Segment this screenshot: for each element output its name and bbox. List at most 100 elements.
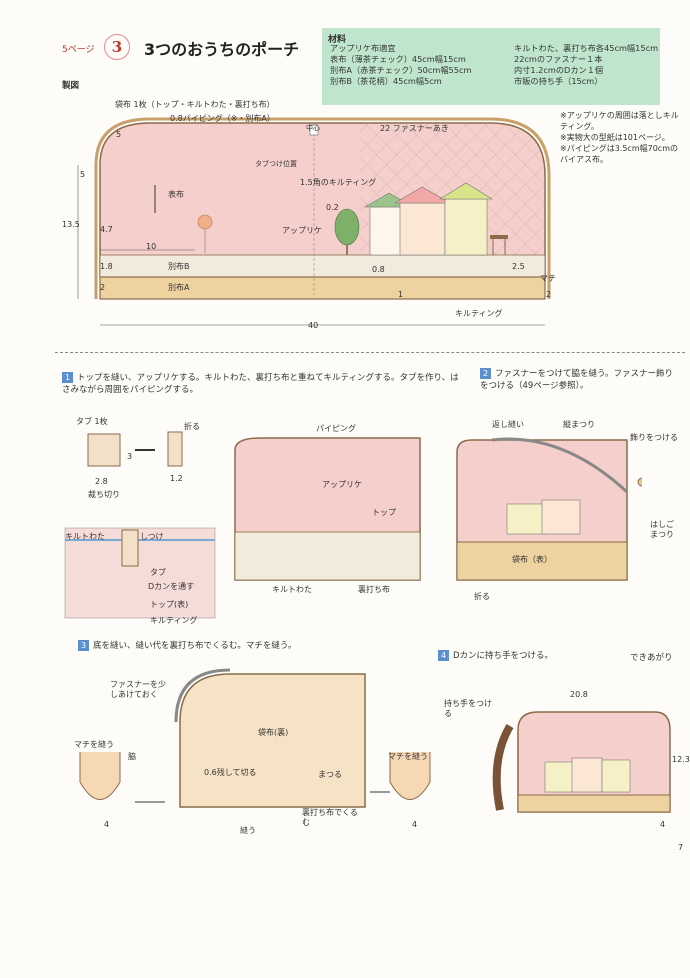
diagram-caption: 袋布 1枚（トップ・キルトわた・裏打ち布） <box>115 100 275 109</box>
piping-label: 0.8パイピング（※・別布A） <box>170 114 275 123</box>
section-divider <box>55 352 685 353</box>
dim-25: 2.5 <box>512 262 525 271</box>
d-ring-label: Dカンを通す <box>148 582 195 591</box>
note: ※パイピングは3.5cm幅70cmのバイアス布。 <box>560 144 678 164</box>
applique-step1-label: アップリケ <box>322 480 362 489</box>
zipper-label: 22 ファスナーあき <box>380 124 449 133</box>
dim-08: 0.8 <box>372 265 385 274</box>
dim-height: 13.5 <box>62 220 80 229</box>
quilting-step1-label: キルティング <box>150 616 198 625</box>
step-badge: 3 <box>78 640 89 651</box>
sew-label: 縫う <box>240 826 256 835</box>
material-item: 市販の持ち手（15cm） <box>514 76 603 86</box>
gusset-sew-right-label: マチを縫う <box>388 752 428 761</box>
dim-10: 10 <box>146 242 157 251</box>
material-item: 内寸1.2cmのDカン１個 <box>514 65 604 75</box>
step-badge: 4 <box>438 650 449 661</box>
bag-back-label: 袋布(裏) <box>258 728 289 737</box>
side-label: 脇 <box>128 752 136 761</box>
finished-label: できあがり <box>630 653 673 663</box>
materials-box: 材料 アップリケ布適宜 表布（薄茶チェック）45cm幅15cm 別布A（赤茶チェ… <box>322 28 660 105</box>
step-text: ファスナーをつけて脇を縫う。ファスナー飾りをつける（49ページ参照）。 <box>480 369 673 391</box>
batting2-label: キルトわた <box>272 585 312 594</box>
tab-small-label: タブ <box>150 568 166 577</box>
dim-gusset: 2 <box>546 290 552 299</box>
material-item: 別布B（茶花柄）45cm幅5cm <box>330 76 442 86</box>
finished-height: 12.3 <box>672 755 690 764</box>
dim-4-right: 4 <box>412 820 418 829</box>
backing-label: 裏打ち布 <box>358 585 390 594</box>
ladder-stitch-label: はしごまつり <box>650 520 674 539</box>
applique-label: アップリケ <box>282 226 322 235</box>
page-ref: 5ページ <box>62 45 95 55</box>
dim-4-left: 4 <box>104 820 110 829</box>
gusset-label: マチ <box>540 274 556 283</box>
top-step1-label: トップ <box>372 508 396 517</box>
finished-depth: 4 <box>660 820 666 829</box>
step-badge: 1 <box>62 372 73 383</box>
material-item: 表布（薄茶チェック）45cm幅15cm <box>330 54 466 64</box>
top-front-label: トップ(表) <box>150 600 189 609</box>
cut-label: 裁ち切り <box>88 490 120 499</box>
dim-b: 1.8 <box>100 262 113 271</box>
note: ※実物大の型紙は101ページ。 <box>560 133 670 142</box>
dim-1: 1 <box>398 290 404 299</box>
page-title: 3つのおうちのポーチ <box>144 40 300 59</box>
step4-illustration <box>492 711 671 813</box>
pattern-diagram <box>77 117 551 326</box>
step1-illustration <box>64 431 421 619</box>
step-badge: 2 <box>480 368 491 379</box>
step2-illustration <box>456 437 642 581</box>
step-3: 3 底を縫い、縫い代を裏打ち布でくるむ。マチを縫う。 <box>78 640 378 652</box>
dim-side: 5 <box>80 170 86 179</box>
material-item: 22cmのファスナー１本 <box>514 54 603 64</box>
notes: ※アップリケの周囲は落としキルティング。 ※実物大の型紙は101ページ。 ※パイ… <box>560 110 685 165</box>
batting-label: キルトわた <box>65 532 105 541</box>
fold-label: 折る <box>184 422 200 431</box>
quilting-bottom-label: キルティング <box>455 309 503 318</box>
step-text: 底を縫い、縫い代を裏打ち布でくるむ。マチを縫う。 <box>93 641 297 651</box>
gusset-sew-label: マチを縫う <box>74 740 114 749</box>
dim-width: 40 <box>308 321 319 330</box>
fabric-a-label: 別布A <box>168 283 190 292</box>
tab-position-label: タブつけ位置 <box>255 160 297 168</box>
quilting-label: 1.5角のキルティング <box>300 178 377 187</box>
fold-step2-label: 折る <box>474 592 490 601</box>
wrap-label: 裏打ち布でくるむ <box>302 808 358 827</box>
material-item: 別布A（赤茶チェック）50cm幅55cm <box>330 65 472 75</box>
whip-label: まつる <box>318 770 342 779</box>
bag-front-label: 袋布（表） <box>512 555 552 564</box>
dim-12: 1.2 <box>170 474 183 483</box>
backstitch-label: 返し縫い <box>492 420 524 429</box>
page-number: 7 <box>678 843 684 852</box>
leave-open-label: ファスナーを少しあけておく <box>110 680 166 699</box>
piping-step1-label: パイピング <box>316 424 356 433</box>
note: ※アップリケの周囲は落としキルティング。 <box>560 111 679 131</box>
cut-leave-label: 0.6残して切る <box>204 768 257 777</box>
outer-fabric-label: 表布 <box>168 190 184 199</box>
tab-label: タブ 1枚 <box>76 417 108 426</box>
dim-3: 3 <box>127 452 133 461</box>
material-item: アップリケ布適宜 <box>330 43 396 53</box>
step-text: トップを縫い、アップリケする。キルトわた、裏打ち布と重ねてキルティングする。タブ… <box>62 373 459 395</box>
fabric-b-label: 別布B <box>168 262 190 271</box>
diagram-label: 製図 <box>62 81 80 91</box>
step3-illustration <box>79 668 431 808</box>
dim-28: 2.8 <box>95 477 108 486</box>
ornament-label: 飾りをつける <box>630 433 678 442</box>
dim-top: 5 <box>116 130 122 139</box>
materials-heading: 材料 <box>328 35 347 45</box>
material-item: キルトわた、裏打ち布各45cm幅15cm <box>514 43 659 53</box>
dim-a: 2 <box>100 283 106 292</box>
dim-inner: 4.7 <box>100 225 113 234</box>
project-number: 3 <box>104 34 130 60</box>
center-label: 中心 <box>306 124 320 132</box>
finished-width: 20.8 <box>570 690 588 699</box>
tack-label: しつけ <box>140 532 164 541</box>
vertical-whip-label: 縦まつり <box>563 420 595 429</box>
dim-02: 0.2 <box>326 203 339 212</box>
